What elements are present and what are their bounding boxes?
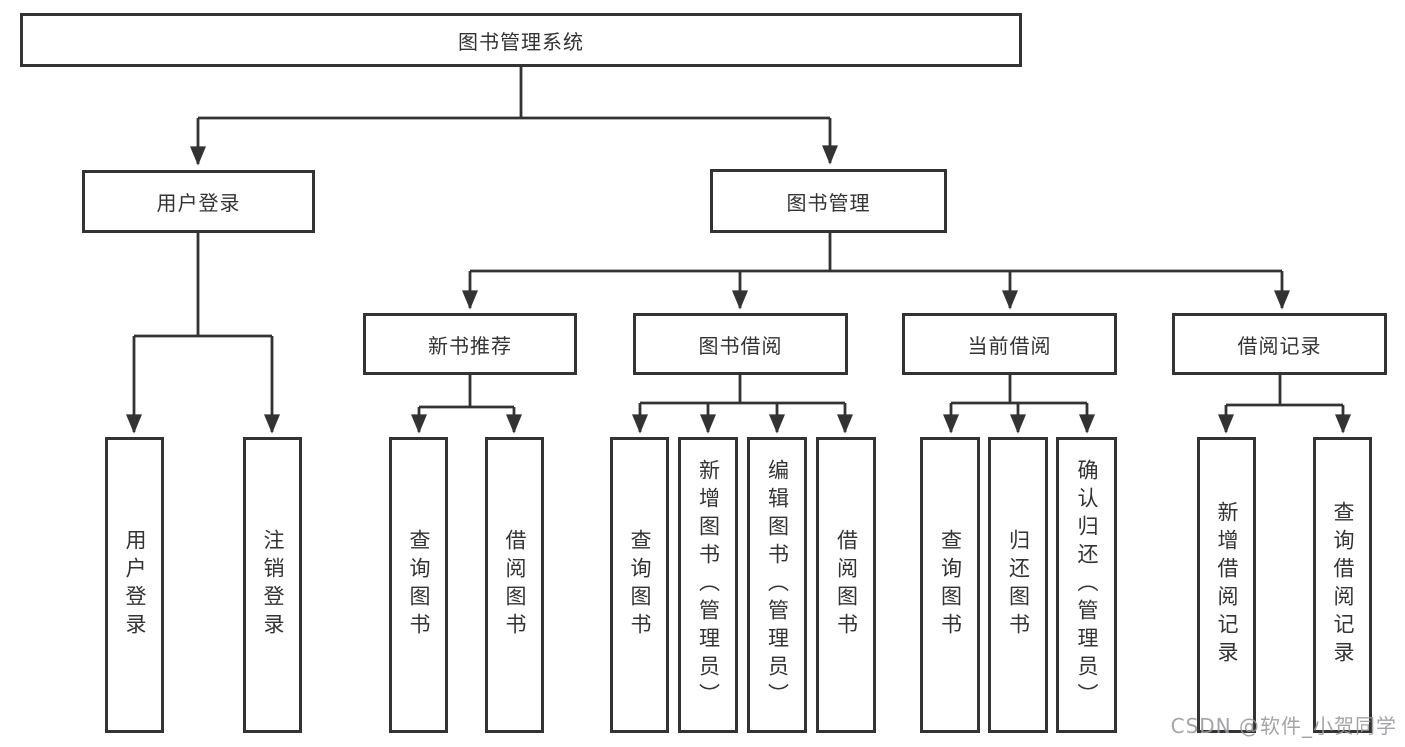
node-label: 用户登录 bbox=[123, 529, 147, 641]
node-book-management-branch: 图书管理 bbox=[710, 169, 947, 233]
node-label: 当前借阅 bbox=[967, 333, 1052, 358]
leaf-query-borrow-record: 查询借阅记录 bbox=[1313, 437, 1372, 733]
node-user-login-branch: 用户登录 bbox=[82, 170, 315, 233]
leaf-return-book: 归还图书 bbox=[988, 437, 1048, 733]
csdn-watermark: CSDN @软件_小贺同学 bbox=[1170, 714, 1397, 738]
node-label: 借阅记录 bbox=[1237, 333, 1322, 358]
node-label: 归还图书 bbox=[1006, 529, 1031, 641]
leaf-borrow-book-1: 借阅图书 bbox=[485, 437, 544, 733]
node-label: 新增图书（管理员） bbox=[696, 459, 721, 711]
leaf-query-book-3: 查询图书 bbox=[920, 437, 980, 733]
leaf-query-book-1: 查询图书 bbox=[389, 437, 448, 733]
node-book-borrow: 图书借阅 bbox=[633, 313, 848, 375]
node-label: 查询借阅记录 bbox=[1331, 501, 1355, 669]
leaf-add-borrow-record: 新增借阅记录 bbox=[1197, 437, 1256, 733]
leaf-confirm-return-admin: 确认归还（管理员） bbox=[1056, 437, 1117, 733]
node-current-borrow: 当前借阅 bbox=[902, 313, 1117, 375]
node-label: 借阅图书 bbox=[834, 529, 859, 641]
node-label: 新书推荐 bbox=[428, 333, 512, 358]
node-root: 图书管理系统 bbox=[20, 13, 1022, 67]
node-label: 查询图书 bbox=[628, 529, 652, 641]
node-new-book-recommend: 新书推荐 bbox=[363, 313, 577, 375]
node-label: 图书借阅 bbox=[698, 333, 783, 358]
node-label: 编辑图书（管理员） bbox=[765, 459, 790, 711]
node-borrow-records: 借阅记录 bbox=[1172, 313, 1387, 375]
node-label: 查询图书 bbox=[938, 529, 963, 641]
leaf-logout: 注销登录 bbox=[243, 437, 302, 733]
leaf-edit-book-admin: 编辑图书（管理员） bbox=[747, 437, 807, 733]
node-label: 用户登录 bbox=[156, 191, 241, 215]
node-label: 图书管理系统 bbox=[458, 29, 584, 54]
node-label: 注销登录 bbox=[261, 529, 285, 641]
leaf-user-login: 用户登录 bbox=[105, 437, 164, 733]
node-label: 借阅图书 bbox=[503, 529, 527, 641]
node-label: 新增借阅记录 bbox=[1215, 501, 1239, 669]
node-label: 图书管理 bbox=[786, 190, 871, 215]
node-label: 确认归还（管理员） bbox=[1075, 459, 1099, 711]
leaf-query-book-2: 查询图书 bbox=[610, 437, 669, 733]
leaf-add-book-admin: 新增图书（管理员） bbox=[678, 437, 738, 733]
leaf-borrow-book-2: 借阅图书 bbox=[816, 437, 876, 733]
node-label: 查询图书 bbox=[407, 529, 431, 641]
